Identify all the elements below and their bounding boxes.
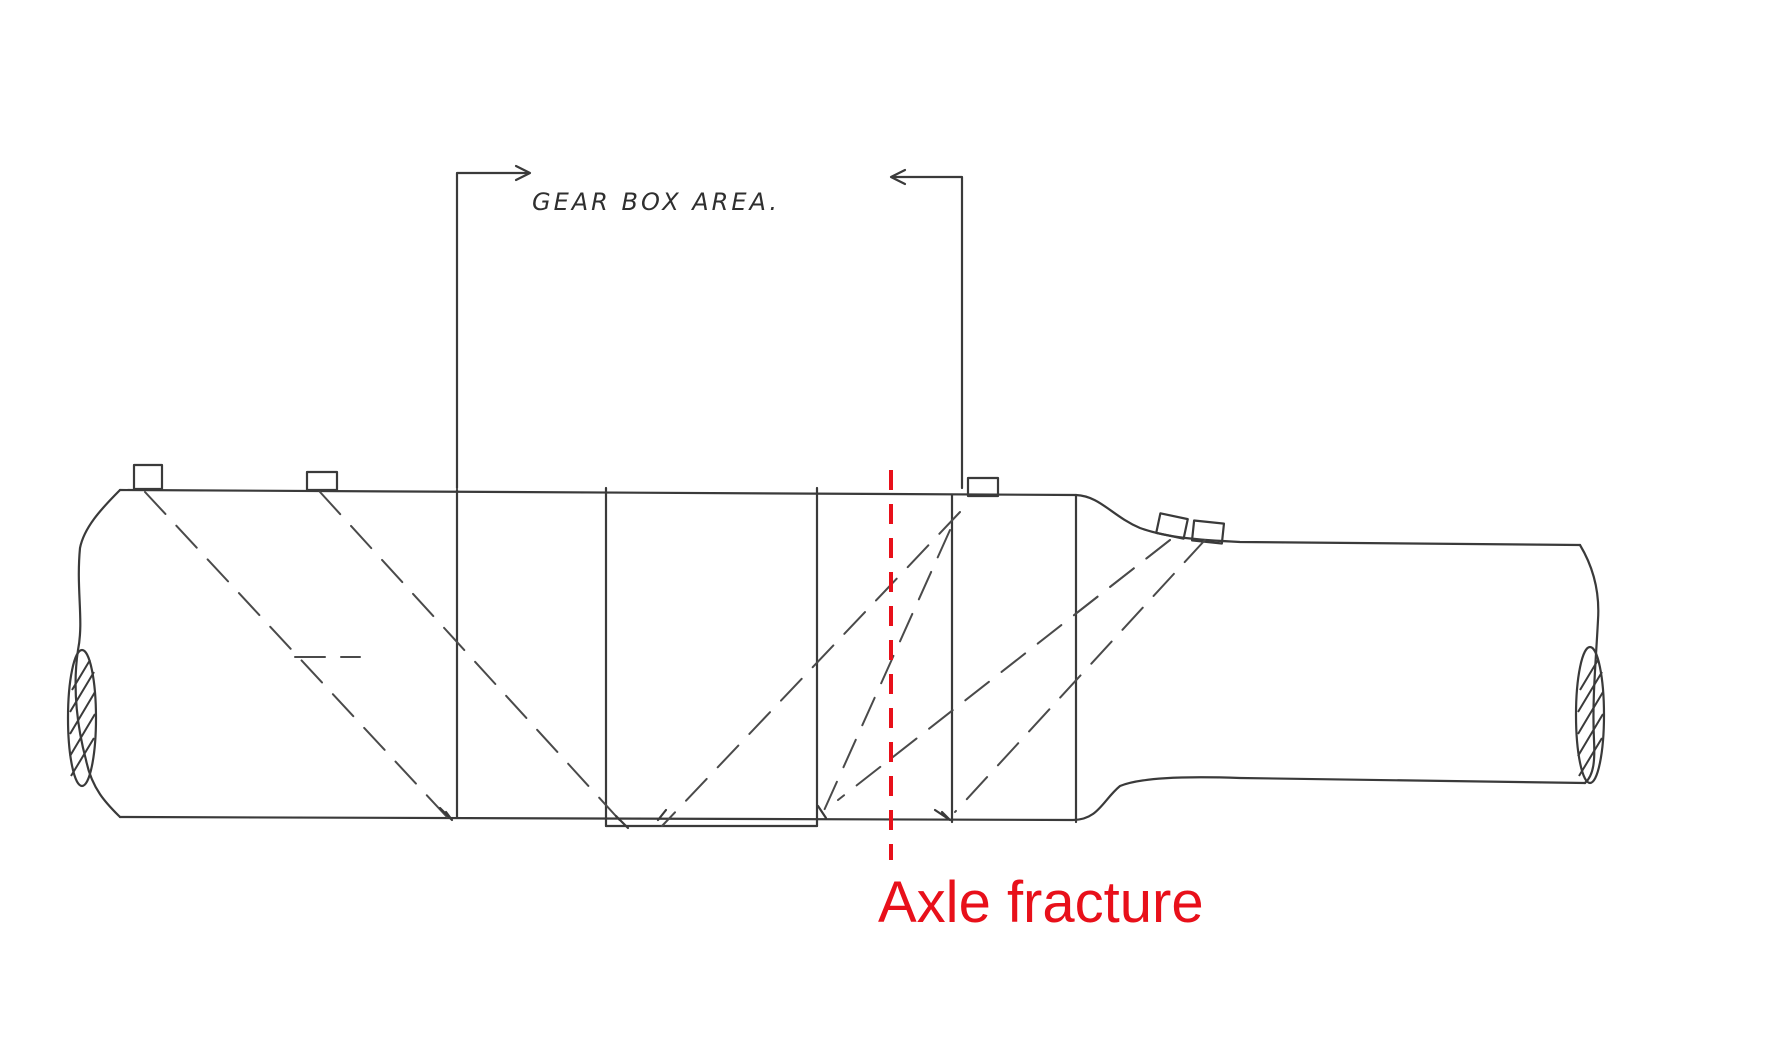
right-end-section-hatch xyxy=(1574,645,1606,785)
axle-fracture-label: Axle fracture xyxy=(878,870,1204,935)
inspection-beam-paths xyxy=(144,491,1206,827)
gear-seat-sections xyxy=(455,486,1078,828)
left-end-section-hatch xyxy=(66,648,98,788)
gearbox-area-label: GEAR BOX AREA. xyxy=(532,188,780,216)
beam-exit-marks xyxy=(438,804,952,830)
gearbox-bracket xyxy=(455,164,964,490)
axle-outline xyxy=(74,488,1600,822)
probe-blocks xyxy=(132,463,1226,545)
